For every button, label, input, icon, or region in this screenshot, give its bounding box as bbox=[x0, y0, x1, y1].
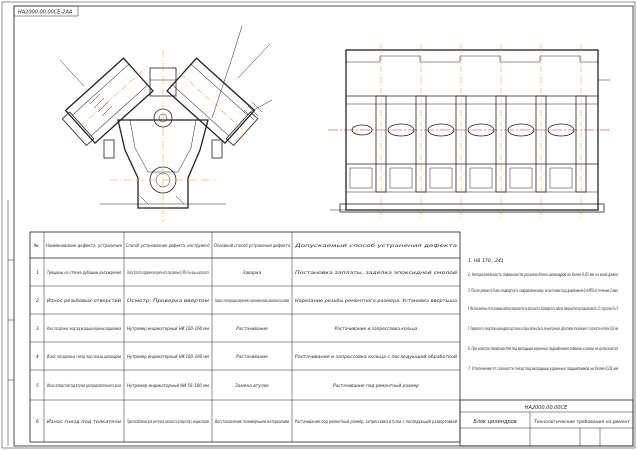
table-row: 4 Износ посадочных гнезд под гильзы цили… bbox=[36, 354, 457, 360]
row-alternate: Растачивание под ремонтный размер bbox=[333, 383, 419, 389]
note-6: 6. При осмотре поверхностей под вкладыши… bbox=[468, 346, 618, 352]
table-header-num: № bbox=[33, 243, 39, 249]
row-defect: Трещины на стенке рубашки охлаждения bbox=[47, 270, 121, 276]
table-row: 3 Износ посадочных гнезд под вкладыши ко… bbox=[36, 326, 418, 332]
note-1: 1. НВ 170...241 bbox=[468, 258, 504, 264]
table-row: 2 Износ резьбовых отверстий Осмотр. Пров… bbox=[36, 298, 457, 304]
table-row: 5 Износ отверстий под втулки распределит… bbox=[36, 383, 419, 389]
note-7: 7. Отклонение от соосности гнезд под вкл… bbox=[468, 366, 618, 372]
note-2: 2. Непараллельность поверхности разъема … bbox=[468, 272, 618, 278]
table-row: 6 Износ гнезд под толкатели Приспособлен… bbox=[36, 419, 457, 425]
cross-section-view bbox=[59, 25, 273, 222]
note-4: 4. Местные вмятины после промывки рабочи… bbox=[468, 306, 618, 312]
table-header-alternate: Допускаемый способ устранения дефекта bbox=[293, 243, 457, 249]
drawing-code: НА2000.00.00СЕ-2АА bbox=[18, 10, 73, 16]
title-note: Технологические требования на ремонт bbox=[534, 419, 631, 425]
row-primary: Заварка с последующим сверлением и нарез… bbox=[215, 298, 289, 304]
note-3: 3. После ремонта блок подвергнуть гидрав… bbox=[468, 288, 618, 294]
row-detection: Осмотр. Проверка ввертом bbox=[127, 298, 210, 304]
row-defect: Износ посадочных гнезд под гильзы цилинд… bbox=[47, 354, 121, 360]
table-header-detection: Способ установления дефекта, инструмент bbox=[126, 243, 210, 249]
row-num: 1 bbox=[36, 270, 39, 276]
row-alternate: Нарезание резьбы ремонтного размера. Уст… bbox=[295, 298, 457, 304]
drawing-code-box bbox=[13, 5, 79, 17]
row-defect: Износ гнезд под толкатели bbox=[47, 419, 121, 425]
sheet-inner-frame bbox=[13, 5, 634, 447]
row-num: 2 bbox=[36, 298, 39, 304]
row-defect: Износ резьбовых отверстий bbox=[47, 298, 121, 304]
row-detection: Нутромер индикаторный НИ 50–100 мм bbox=[127, 383, 210, 389]
table-header-primary: Основной способ устранения дефекта bbox=[214, 243, 290, 249]
longitudinal-section-view bbox=[328, 44, 610, 218]
row-detection: Нутромер индикаторный НИ 100–160 мм bbox=[127, 354, 210, 360]
row-primary: Восстановление полимерными материалами bbox=[215, 419, 289, 425]
row-num: 5 bbox=[36, 383, 39, 389]
row-primary: Растачивание bbox=[236, 354, 268, 360]
title-code: НА2000.00.00СЕ bbox=[525, 405, 568, 411]
note-5: 5. Поверхность гнезд блока цилиндров под… bbox=[468, 326, 618, 332]
defect-table: № Наименование дефекта, устранение Спосо… bbox=[29, 231, 461, 443]
title-name: Блок цилиндров bbox=[473, 419, 516, 425]
table-header-defect: Наименование дефекта, устранение bbox=[46, 243, 122, 249]
row-detection: Нутромер индикаторный НИ 100–160 мм bbox=[127, 326, 210, 332]
row-defect: Износ отверстий под втулки распределител… bbox=[47, 383, 121, 389]
row-alternate: Растачивание и запрессовка кольца с посл… bbox=[295, 354, 457, 360]
row-num: 4 bbox=[36, 354, 39, 360]
row-detection: Осмотр. Испытать гидравлически герметичн… bbox=[127, 270, 209, 276]
technical-notes: 1. НВ 170...241 2. Непараллельность пове… bbox=[468, 258, 618, 372]
row-primary: Заварка bbox=[243, 270, 262, 276]
row-num: 3 bbox=[36, 326, 39, 332]
table-row: 1 Трещины на стенке рубашки охлаждения О… bbox=[36, 270, 457, 276]
row-defect: Износ посадочных гнезд под вкладыши коре… bbox=[47, 326, 121, 332]
row-primary: Растачивание bbox=[236, 326, 268, 332]
title-block: НА2000.00.00СЕ Блок цилиндров Технологич… bbox=[459, 399, 634, 447]
row-primary: Замена втулок bbox=[235, 383, 269, 389]
row-alternate: Растачивание под ремонтный размер, запре… bbox=[295, 419, 457, 425]
row-alternate: Растачивание и запрессовка кольца bbox=[335, 326, 418, 332]
row-detection: Приспособление для контроля соосности от… bbox=[127, 419, 209, 425]
row-num: 6 bbox=[36, 419, 39, 425]
row-alternate: Постановка заплаты, заделка эпоксидной с… bbox=[295, 270, 457, 276]
